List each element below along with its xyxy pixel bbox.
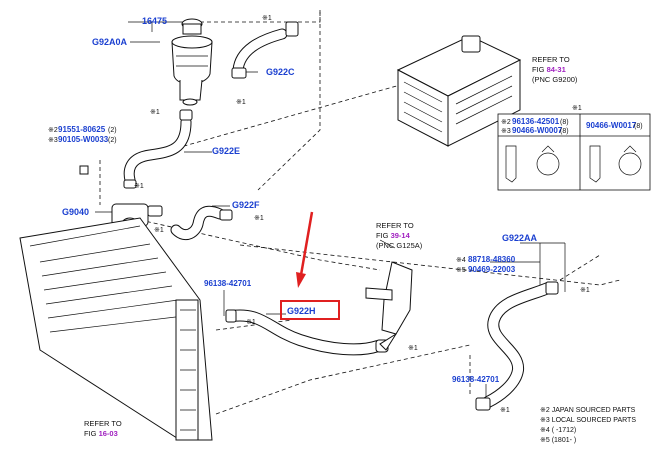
clamp-table-row-1: ※2 96136-42501 (8) [501, 117, 569, 126]
svg-text:※3: ※3 [48, 137, 58, 144]
svg-text:(8): (8) [560, 119, 569, 126]
mark-note: ※1 [408, 345, 418, 352]
svg-text:96136-42501: 96136-42501 [512, 117, 560, 126]
svg-text:(8): (8) [634, 123, 643, 130]
legend-item: ※2 JAPAN SOURCED PARTS [540, 407, 636, 414]
svg-text:※5: ※5 [456, 267, 466, 274]
svg-text:(2): (2) [108, 137, 117, 144]
callout-g922c: G922C [266, 67, 295, 77]
mark-note: ※1 [134, 183, 144, 190]
svg-text:91551-80625: 91551-80625 [58, 125, 106, 134]
hose-g922h [225, 309, 389, 356]
mark-note: ※1 [580, 287, 590, 294]
mark-note: ※1 [572, 105, 582, 112]
clamp-table-right: 90466-W0017 (8) [586, 121, 643, 130]
hose-g922aa [475, 281, 559, 411]
note-left-top-1: ※2 91551-80625 (2) [48, 125, 117, 134]
callout-g922e: G922E [212, 146, 240, 156]
callout-g9040: G9040 [62, 207, 89, 217]
highlight-arrow [296, 211, 314, 288]
mark-note: ※1 [236, 99, 246, 106]
svg-text:90469-22003: 90469-22003 [468, 265, 516, 274]
inverter-unit [396, 35, 522, 147]
mark-note: ※1 [246, 319, 256, 326]
callout-96138-42701-a: 96138-42701 [204, 279, 252, 288]
hose-g922e [123, 109, 193, 189]
svg-text:FIG 84-31: FIG 84-31 [532, 65, 566, 74]
svg-text:※4: ※4 [456, 257, 466, 264]
pipe-bracket [365, 261, 413, 351]
refer-fig-39-14[interactable]: REFER TO FIG 39-14 (PNC G125A) [376, 221, 423, 250]
svg-text:90466-W0017: 90466-W0017 [586, 121, 637, 130]
svg-text:(2): (2) [108, 127, 117, 134]
coolant-reservoir [171, 18, 213, 106]
legend-item: ※3 LOCAL SOURCED PARTS [540, 417, 636, 424]
svg-text:※2: ※2 [48, 127, 58, 134]
refer-fig-16-03[interactable]: REFER TO FIG 16-03 [84, 419, 122, 438]
callout-96138-42701-b: 96138-42701 [452, 375, 500, 384]
radiator [19, 217, 213, 441]
svg-text:REFER TO: REFER TO [532, 55, 570, 64]
hose-g922c [231, 21, 299, 79]
svg-text:FIG 16-03: FIG 16-03 [84, 429, 118, 438]
note-left-top-2: ※3 90105-W0033 (2) [48, 135, 117, 144]
callout-g922aa: G922AA [502, 233, 538, 243]
mark-note: ※1 [500, 407, 510, 414]
legend-item: ※4 ( -1712) [540, 427, 576, 434]
clamp-table [497, 113, 651, 191]
callout-16475: 16475 [142, 16, 167, 26]
mark-note: ※1 [262, 15, 272, 22]
mark-note: ※1 [150, 109, 160, 116]
clamp-table-row-2: ※3 90466-W0007 (8) [501, 126, 569, 135]
hose-g922f [170, 205, 233, 241]
note-right-2: ※5 90469-22003 [456, 265, 516, 274]
note-right-1: ※4 88718-48360 [456, 255, 516, 264]
svg-text:(PNC G125A): (PNC G125A) [376, 241, 423, 250]
svg-text:FIG 39-14: FIG 39-14 [376, 231, 411, 240]
mark-note: ※1 [154, 227, 164, 234]
refer-fig-84-31[interactable]: REFER TO FIG 84-31 (PNC G9200) [532, 55, 578, 84]
legend-item: ※5 (1801- ) [540, 437, 576, 444]
dashed-leader-lines [99, 10, 621, 415]
svg-text:※3: ※3 [501, 128, 511, 135]
svg-text:REFER TO: REFER TO [376, 221, 414, 230]
fig-link-39-14[interactable]: 39-14 [391, 231, 411, 240]
svg-text:(8): (8) [560, 128, 569, 135]
fig-link-16-03[interactable]: 16-03 [99, 429, 118, 438]
svg-text:REFER TO: REFER TO [84, 419, 122, 428]
legend: ※2 JAPAN SOURCED PARTS ※3 LOCAL SOURCED … [540, 407, 636, 444]
svg-text:(PNC G9200): (PNC G9200) [532, 75, 578, 84]
svg-text:90466-W0007: 90466-W0007 [512, 126, 563, 135]
callout-g92a0a: G92A0A [92, 37, 128, 47]
svg-text:90105-W0033: 90105-W0033 [58, 135, 109, 144]
callout-g922f: G922F [232, 200, 260, 210]
callout-g922h: G922H [287, 306, 316, 316]
fig-link-84-31[interactable]: 84-31 [547, 65, 566, 74]
svg-text:88718-48360: 88718-48360 [468, 255, 516, 264]
highlight-box [280, 300, 340, 320]
svg-text:※2: ※2 [501, 119, 511, 126]
mark-note: ※1 [254, 215, 264, 222]
